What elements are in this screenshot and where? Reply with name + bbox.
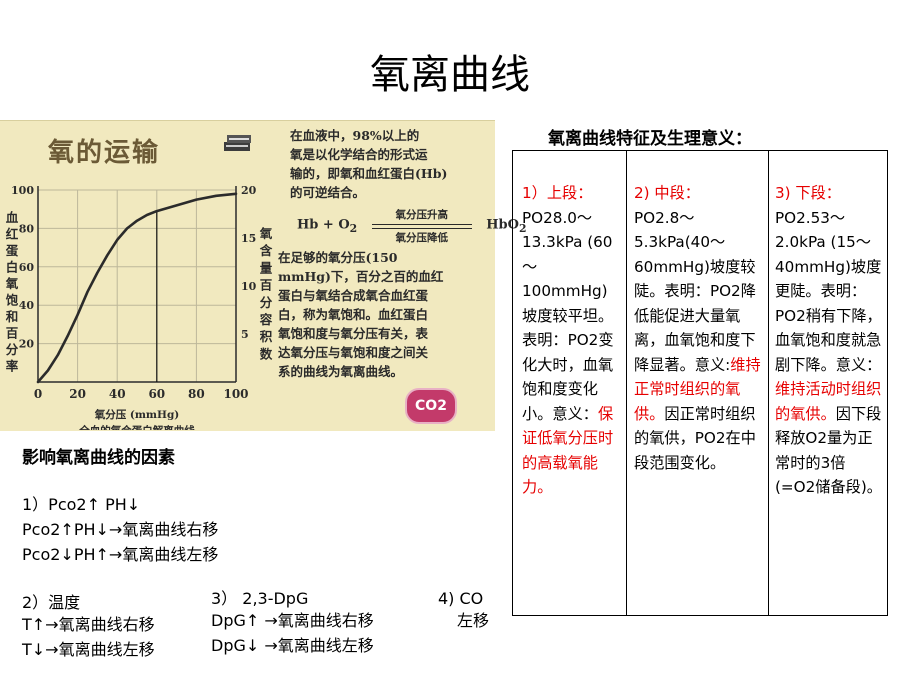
- equilibrium-arrows: 氧分压升高 氧分压降低: [366, 209, 478, 244]
- figure-header: 氧的运输: [48, 138, 161, 168]
- factor-3-line2: DpG↓ →氧离曲线左移: [211, 636, 374, 655]
- features-table: 1）上段： PO28.0～13.3kPa (60～100mmHg)坡度较平坦。表明…: [512, 150, 888, 616]
- y-tick-label: 20: [19, 338, 35, 351]
- factor-1-line1: Pco2↑PH↓→氧离曲线右移: [22, 520, 219, 539]
- factor-2-line1: T↑→氧离曲线右移: [22, 615, 155, 634]
- factor-2-label: 2）温度: [22, 593, 81, 612]
- y2-tick-label: 10: [241, 280, 257, 293]
- feature-highlight-text: 3) 下段：: [775, 184, 841, 202]
- paragraph-line: 输的，即氧和血红蛋白(Hb): [290, 166, 448, 181]
- paragraph-line: 在血液中，98%以上的: [290, 128, 420, 143]
- y-tick-label: 80: [19, 222, 35, 235]
- feature-text: PO28.0～13.3kPa (60～100mmHg)坡度较平坦。表明：PO2变…: [522, 208, 614, 423]
- y-tick-label: 40: [19, 299, 35, 312]
- paragraph-line: mmHg)下，百分之百的血红: [278, 269, 444, 284]
- equation-right: HbO: [486, 217, 519, 233]
- y-tick-label: 100: [11, 184, 34, 197]
- column-divider: [626, 151, 627, 615]
- x-tick-label: 100: [223, 387, 248, 401]
- co2-badge: CO2: [405, 388, 457, 424]
- paragraph-line: 在足够的氧分压(150: [278, 250, 398, 265]
- x-tick-label: 20: [69, 387, 86, 401]
- feature-highlight-text: 保证低氧分压时的高载氧能力。: [522, 404, 614, 497]
- factor-1-line2: Pco2↓PH↑→氧离曲线左移: [22, 545, 219, 564]
- transport-paragraph-1: 在血液中，98%以上的氧是以化学结合的形式运输的，即氧和血红蛋白(Hb) 的可逆结…: [290, 126, 447, 202]
- arrow-top-label: 氧分压升高: [395, 209, 448, 221]
- x-tick-label: 80: [188, 387, 205, 401]
- column-divider: [768, 151, 769, 615]
- paragraph-line: 的可逆结合。: [290, 185, 366, 200]
- factor-2-line2: T↓→氧离曲线左移: [22, 640, 155, 659]
- equation-left: Hb + O: [297, 217, 350, 233]
- page-title: 氧离曲线: [370, 52, 530, 98]
- lower-segment-cell: 3) 下段： PO2.53～2.0kPa (15～40mmHg)坡度更陡。表明：P…: [775, 181, 883, 500]
- feature-highlight-text: 2) 中段：: [634, 184, 700, 202]
- paragraph-line: 白，称为氧饱和。血红蛋白: [278, 307, 429, 322]
- arrow-bottom-label: 氧分压降低: [395, 232, 448, 244]
- dissociation-curve: [36, 192, 238, 384]
- paragraph-line: 系的曲线为氧离曲线。: [278, 364, 404, 379]
- factor-4-line1: 左移: [457, 611, 490, 630]
- chart-caption: 全血的氧合蛋白解离曲线: [78, 424, 195, 430]
- paragraph-line: 蛋白与氧结合成氧合血红蛋: [278, 288, 429, 303]
- y2-tick-label: 15: [241, 232, 256, 245]
- y-axis-label: 血红蛋白氧饱和百分率: [5, 210, 19, 374]
- y2-tick-label: 5: [241, 328, 249, 341]
- factors-title: 影响氧离曲线的因素: [22, 448, 175, 468]
- paragraph-line: 氧是以化学结合的形式运: [290, 147, 428, 162]
- factor-3-label: 3） 2,3-DpG: [211, 589, 309, 608]
- feature-highlight-text: 维持正常时组织的氧供。: [634, 355, 761, 423]
- feature-text: PO2.8～5.3kPa(40～60mmHg)坡度较陡。表明：PO2降低能促进大…: [634, 208, 756, 374]
- feature-highlight-text: 维持活动时组织的氧供。: [775, 380, 882, 423]
- paragraph-line: 达氧分压与氧饱和度之间关: [278, 345, 429, 360]
- transport-paragraph-2: 在足够的氧分压(150 mmHg)下，百分之百的血红蛋白与氧结合成氧合血红蛋白，称…: [278, 248, 443, 381]
- y2-tick-label: 20: [241, 184, 257, 197]
- factor-3-line1: DpG↑ →氧离曲线右移: [211, 611, 374, 630]
- textbook-figure-panel: [0, 120, 495, 431]
- equation-right-sub: 2: [518, 222, 527, 236]
- paragraph-line: 氧饱和度与氧分压有关，表: [278, 326, 429, 341]
- y-tick-label: 60: [19, 261, 35, 274]
- y2-axis-label: 氧含量百分容积数: [259, 226, 273, 361]
- binding-equation: Hb + O2 氧分压升高 氧分压降低 HbO2: [297, 209, 527, 244]
- oxygen-dissociation-chart: 0 20 40 60 80 100 20 40 60 80 100 5 10 15 20 氧分压 (mmHg)…: [5, 184, 273, 430]
- factor-1-label: 1）Pco2↑ PH↓: [22, 495, 141, 514]
- features-title: 氧离曲线特征及生理意义：: [548, 129, 752, 149]
- x-tick-label: 60: [148, 387, 165, 401]
- x-axis-label: 氧分压 (mmHg): [94, 408, 180, 421]
- x-tick-label: 0: [34, 387, 42, 401]
- factor-4-label: 4) CO: [438, 589, 484, 608]
- middle-segment-cell: 2) 中段： PO2.8～5.3kPa(40～60mmHg)坡度较陡。表明：PO2…: [634, 181, 762, 475]
- book-icon: [224, 135, 251, 151]
- upper-segment-cell: 1）上段： PO28.0～13.3kPa (60～100mmHg)坡度较平坦。表明…: [522, 181, 616, 500]
- feature-text: PO2.53～2.0kPa (15～40mmHg)坡度更陡。表明：PO2稍有下降…: [775, 208, 882, 374]
- feature-text: 因下段释放O2量为正常时的3倍(=O2储备段)。: [775, 404, 882, 497]
- equation-sub: 2: [349, 222, 358, 236]
- x-tick-label: 40: [109, 387, 126, 401]
- feature-highlight-text: 1）上段：: [522, 184, 593, 202]
- feature-text: 因正常时组织的氧供，PO2在中段范围变化。: [634, 404, 756, 472]
